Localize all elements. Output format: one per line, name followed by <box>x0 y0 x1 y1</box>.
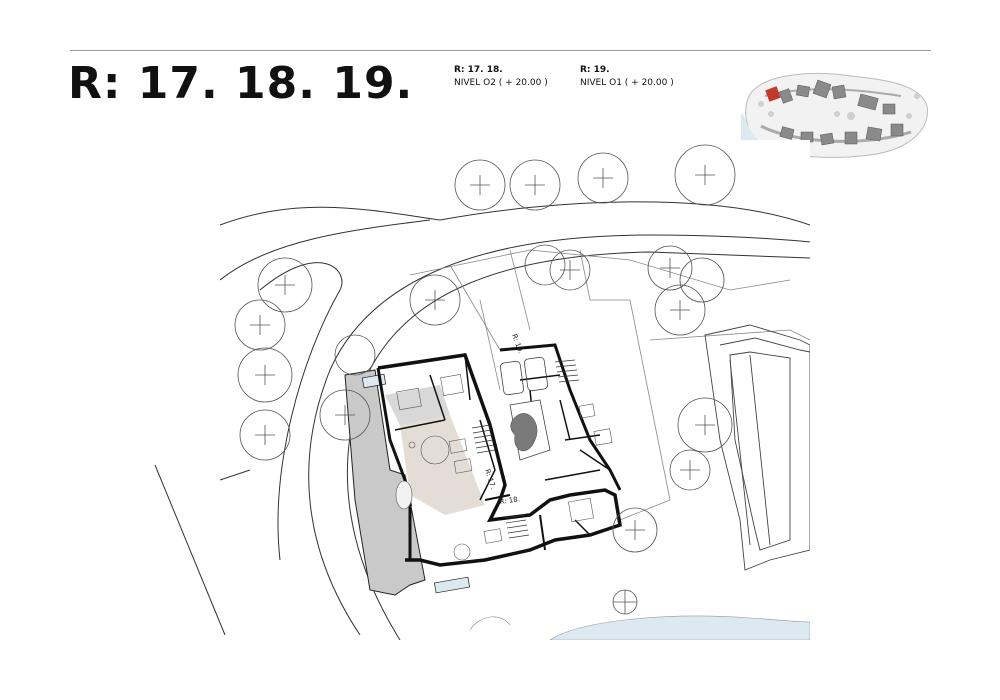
bedroom-area-r17 <box>385 385 450 425</box>
pool-bottom <box>433 576 471 594</box>
courtyard <box>509 399 551 461</box>
site-boundaries <box>409 249 810 521</box>
unit-label-r18: R: 18. <box>499 495 520 506</box>
terrace-west <box>344 369 471 596</box>
neighbour-building <box>704 324 810 571</box>
parking <box>499 356 549 396</box>
location-key-map <box>741 66 931 162</box>
floor-plan: R: 19. <box>150 140 810 640</box>
water-bottom <box>549 615 810 640</box>
level-name-label: NIVEL O1 ( + 20.00 ) <box>580 77 674 90</box>
level-info-r19: R: 19. NIVEL O1 ( + 20.00 ) <box>580 64 674 90</box>
page-title: R: 17. 18. 19. <box>68 58 414 109</box>
level-units-label: R: 19. <box>580 65 610 75</box>
level-name: NIVEL O1 <box>580 78 622 88</box>
header-divider <box>70 50 931 51</box>
courtyard-tree-icon <box>510 413 538 452</box>
floor-plan-drawing: R: 19. <box>150 140 810 640</box>
level-name-label: NIVEL O2 ( + 20.00 ) <box>454 77 548 90</box>
key-map-trees <box>758 93 920 120</box>
stairs <box>471 359 580 539</box>
trees <box>234 144 736 615</box>
furniture <box>395 374 613 561</box>
living-area-r17 <box>400 415 485 515</box>
level-name: NIVEL O2 <box>454 78 496 88</box>
key-map-drawing <box>741 66 931 162</box>
building-walls <box>376 343 622 567</box>
level-units-label: R: 17. 18. <box>454 65 503 75</box>
level-elevation: ( + 20.00 ) <box>498 78 548 88</box>
key-map-buildings <box>778 79 904 146</box>
level-elevation: ( + 20.00 ) <box>624 78 674 88</box>
highlighted-unit-marker <box>765 86 781 102</box>
level-info-r17-r18: R: 17. 18. NIVEL O2 ( + 20.00 ) <box>454 64 548 90</box>
